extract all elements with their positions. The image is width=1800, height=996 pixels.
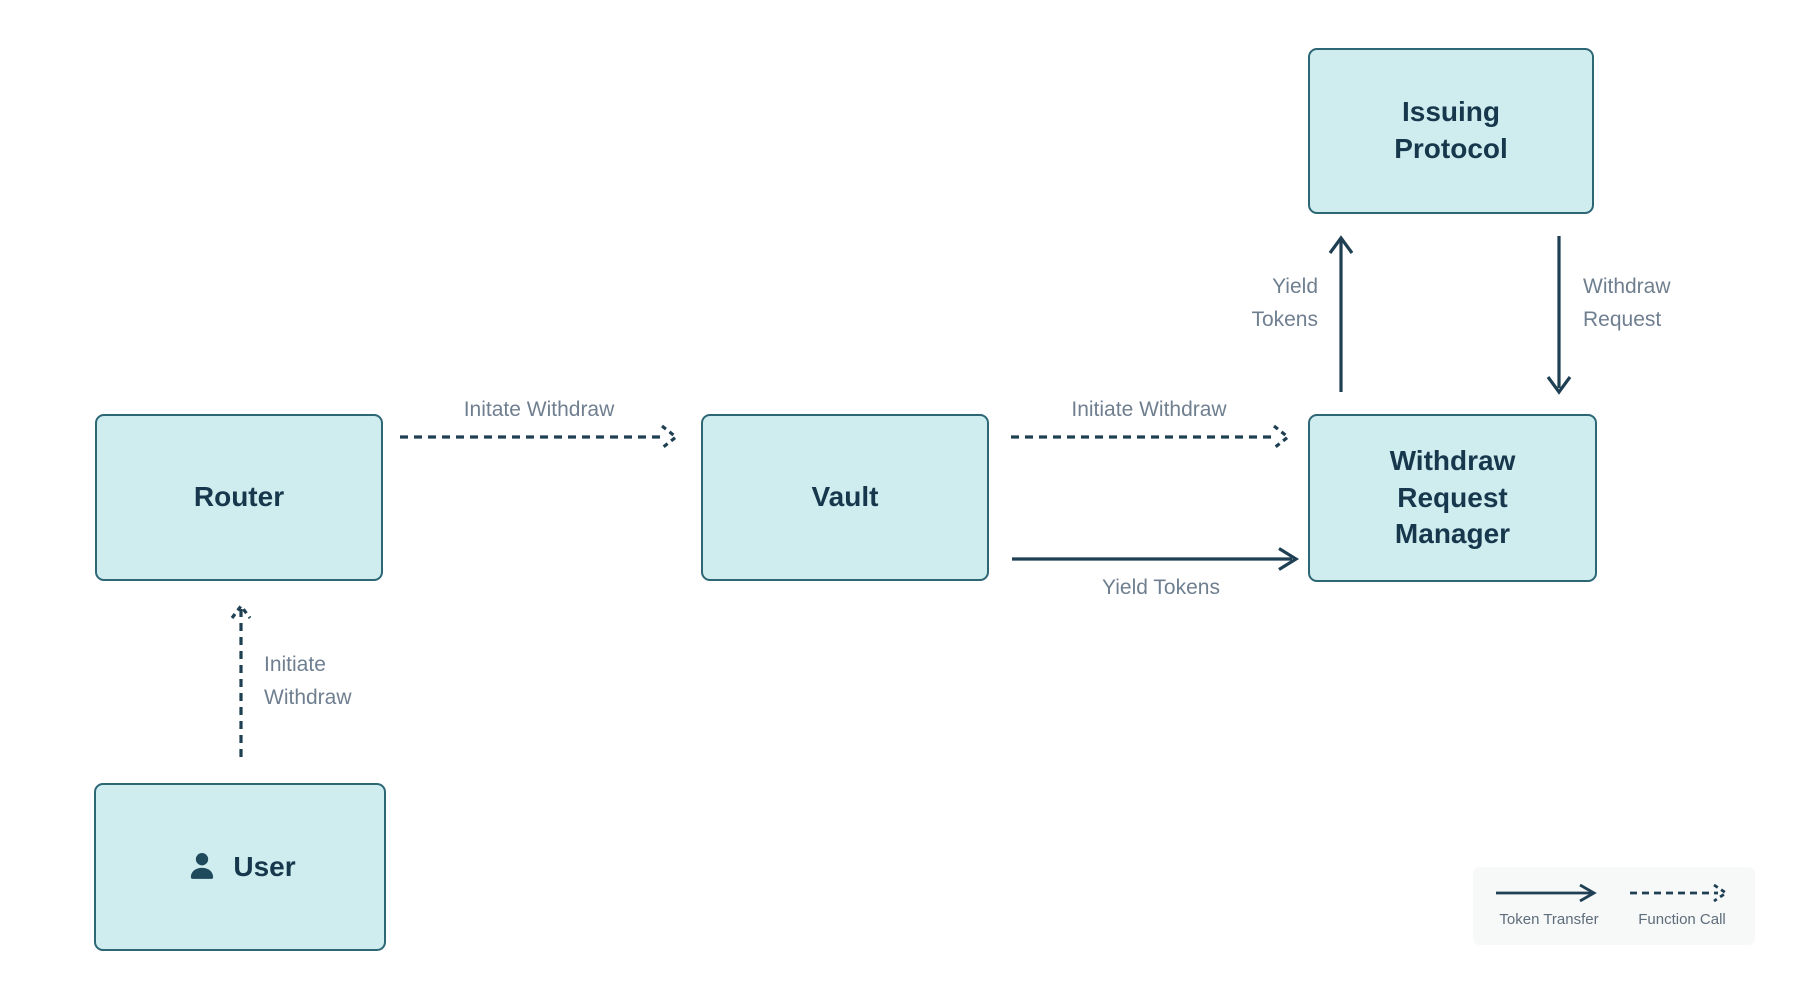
- node-issuing-protocol-label: Issuing Protocol: [1394, 96, 1508, 164]
- edge-label-vault-to-wrm-transfer: Yield Tokens: [1102, 576, 1220, 599]
- legend-token-transfer-label: Token Transfer: [1499, 911, 1599, 928]
- person-icon: [191, 853, 214, 879]
- legend-function-call-label: Function Call: [1638, 911, 1726, 928]
- vault-to-wrm-dashed-arrow: [1011, 424, 1291, 450]
- dashed-arrow-icon: [1630, 884, 1729, 902]
- edge-label-user-to-router: Initiate Withdraw: [264, 653, 352, 709]
- vault-to-wrm-solid-arrow: [1012, 547, 1300, 571]
- legend: Token Transfer Function Call: [1473, 867, 1755, 945]
- solid-arrow-icon: [1496, 884, 1597, 902]
- node-user-content: User: [184, 849, 296, 886]
- node-router-label: Router: [193, 481, 285, 513]
- wrm-to-issuing-solid-arrow: [1328, 235, 1354, 392]
- legend-item-function-call: Function Call: [1630, 884, 1734, 928]
- node-router: Router: [95, 414, 383, 581]
- router-to-vault-dashed-arrow: [400, 424, 679, 450]
- issuing-to-wrm-solid-arrow: [1546, 236, 1572, 395]
- edge-label-vault-to-wrm-call: Initiate Withdraw: [1071, 398, 1227, 421]
- edge-label-issuing-to-wrm: Withdraw Request: [1583, 275, 1671, 331]
- user-to-router-dashed-arrow: [230, 603, 252, 757]
- node-issuing-protocol: Issuing Protocol: [1308, 48, 1594, 214]
- node-withdraw-request-manager: Withdraw Request Manager: [1308, 414, 1597, 582]
- edge-label-wrm-to-issuing: Yield Tokens: [1251, 275, 1318, 331]
- legend-item-token-transfer: Token Transfer: [1494, 884, 1604, 928]
- node-vault: Vault: [701, 414, 989, 581]
- edge-label-router-to-vault: Initate Withdraw: [463, 398, 615, 421]
- node-withdraw-request-manager-label: Withdraw Request Manager: [1389, 444, 1516, 550]
- node-user: User: [94, 783, 386, 951]
- node-user-label: User: [233, 850, 296, 882]
- node-vault-label: Vault: [811, 481, 879, 513]
